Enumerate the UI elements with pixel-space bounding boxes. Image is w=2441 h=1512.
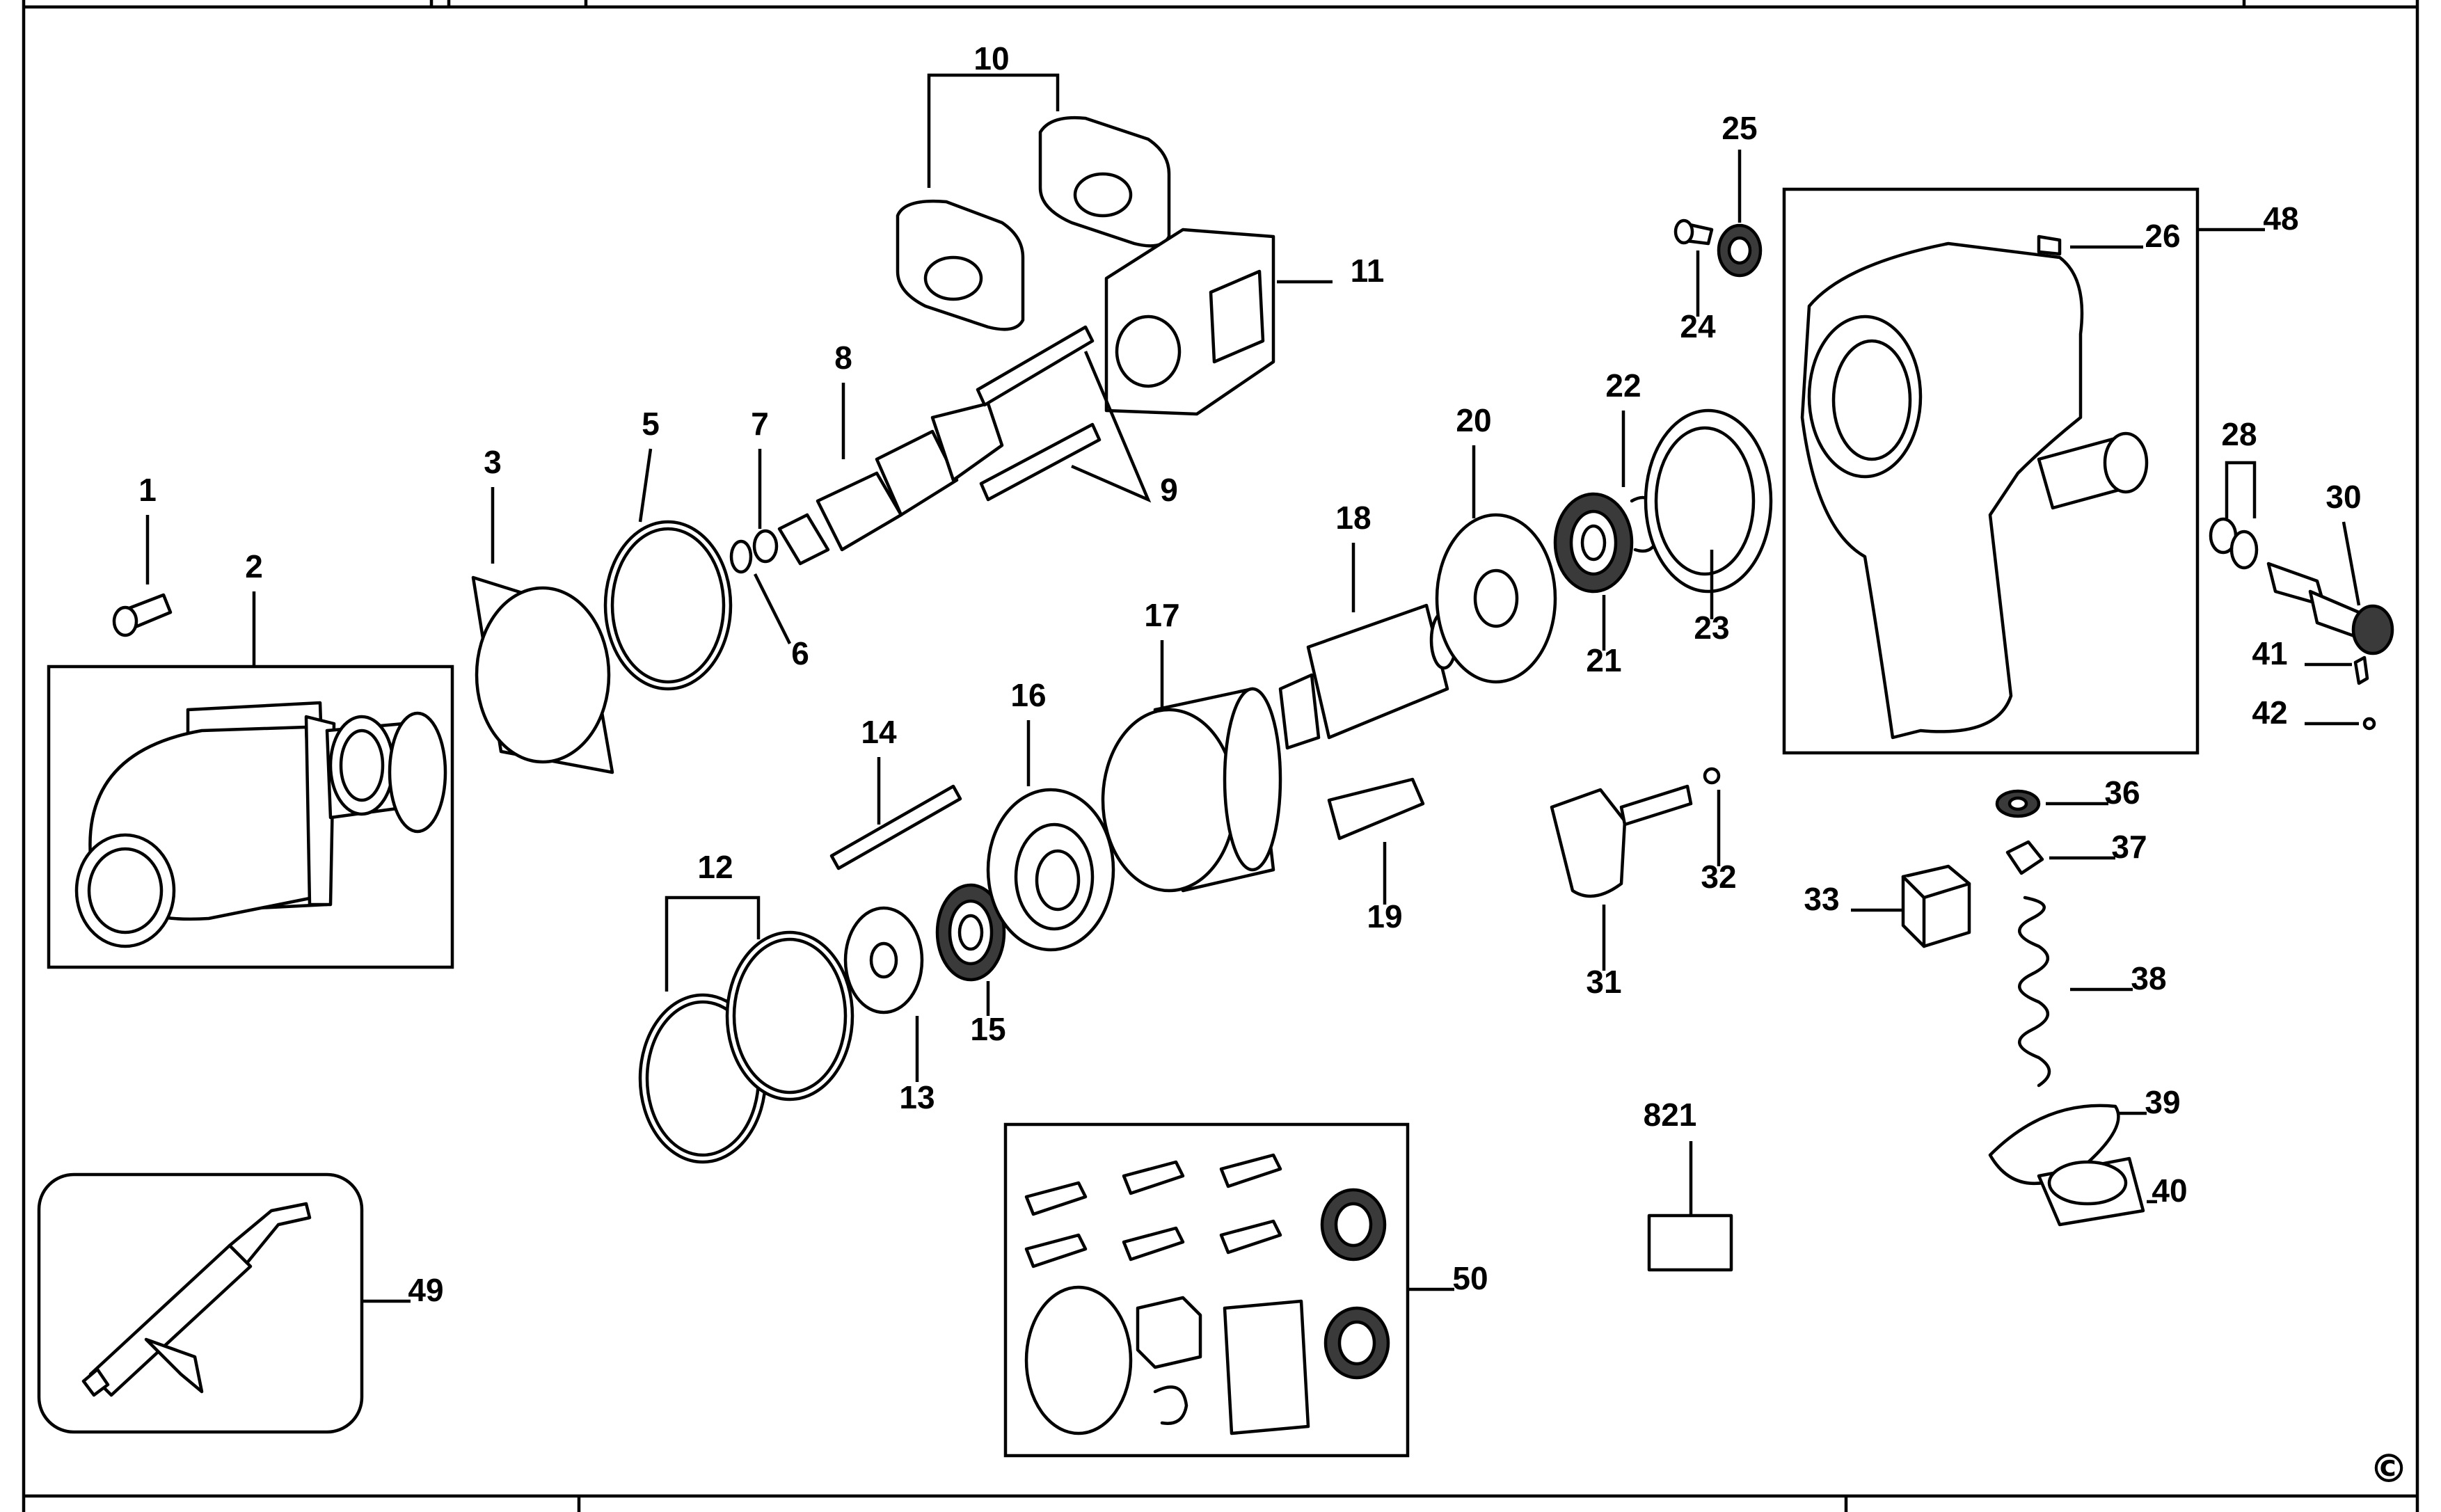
callout-labels: 1235678910111213141516171819202122232425… [138,40,2361,1308]
part-31-32-trigger [1550,767,1721,898]
callout-821: 821 [1644,1097,1697,1133]
part-19-vane [1327,777,1425,841]
part-16-rear-plate [986,788,1115,952]
callout-6: 6 [791,635,809,671]
callout-12: 12 [697,849,733,885]
callout-49: 49 [408,1272,443,1308]
callout-16: 16 [1010,677,1046,713]
callout-41: 41 [2252,635,2287,671]
part-33-muffler [1901,864,1971,948]
part-8-anvil [777,401,1004,566]
callout-19: 19 [1367,898,1402,934]
callout-10: 10 [973,40,1009,77]
leader-line-10 [927,73,1060,188]
part-6-7-washers [729,529,779,574]
part-11-hammer-cage [1104,228,1275,416]
part-17-cylinder [1101,687,1282,893]
part-1-screw [112,593,173,637]
part-821-label [1647,1213,1733,1272]
part-14-rod [829,784,962,870]
callout-50: 50 [1452,1260,1488,1296]
callout-7: 7 [751,406,769,442]
part-10-hammers [896,116,1171,331]
part-18-rotor [1278,603,1458,750]
callout-5: 5 [642,406,660,442]
part-9-pins [976,325,1102,502]
part-20-front-plate [1435,513,1557,684]
part-21-bearing [1553,492,1634,594]
callout-3: 3 [484,444,502,480]
callout-38: 38 [2131,960,2166,996]
callout-21: 21 [1586,642,1621,678]
part-50-service-kit [1003,1122,1410,1458]
callout-24: 24 [1680,308,1716,344]
callout-1: 1 [138,472,157,508]
part-2-housing-assembly [47,665,454,969]
leader-line-6 [753,573,792,645]
callout-18: 18 [1335,500,1371,536]
callout-2: 2 [245,548,263,584]
part-15-bearing [935,883,1006,982]
callout-39: 39 [2145,1084,2180,1120]
part-12-seals [638,930,854,1164]
leader-line-9 [1071,351,1152,503]
page-frame [22,0,2419,1512]
callout-20: 20 [1456,402,1491,438]
callout-22: 22 [1605,367,1641,404]
part-5-ring [603,520,733,691]
callout-9: 9 [1160,472,1178,508]
callout-15: 15 [970,1011,1005,1047]
callout-26: 26 [2145,218,2180,254]
callout-32: 32 [1701,859,1736,895]
part-36-40-air-inlet [1988,789,2145,1227]
callout-42: 42 [2252,694,2287,731]
part-3-gasket [471,575,614,774]
callout-28: 28 [2221,416,2257,452]
callout-11: 11 [1351,253,1385,289]
callout-25: 25 [1722,110,1757,146]
part-23-gasket [1644,408,1773,594]
callout-40: 40 [2152,1172,2187,1209]
callout-30: 30 [2325,479,2361,515]
callout-33: 33 [1804,881,1839,917]
callout-36: 36 [2104,774,2140,811]
leader-line-30 [2341,521,2361,606]
part-48-motor-housing [1782,187,2200,755]
leader-line-28 [2225,461,2257,518]
callout-23: 23 [1694,610,1729,646]
copyright-symbol: © [2369,1447,2408,1492]
part-49-grease-gun-box [37,1172,364,1434]
callout-37: 37 [2111,829,2147,865]
callout-14: 14 [861,714,897,750]
leader-line-5 [638,448,653,523]
part-24-25-fittings [1673,218,1763,278]
leader-line-12 [665,896,761,992]
callout-8: 8 [834,340,852,376]
callout-17: 17 [1144,597,1179,633]
part-13-end-plate [843,906,924,1014]
callout-31: 31 [1586,964,1621,1000]
callout-48: 48 [2263,200,2298,237]
callout-13: 13 [899,1079,935,1115]
leader-lines [145,73,2361,1303]
part-28-30-valve [2209,517,2394,731]
